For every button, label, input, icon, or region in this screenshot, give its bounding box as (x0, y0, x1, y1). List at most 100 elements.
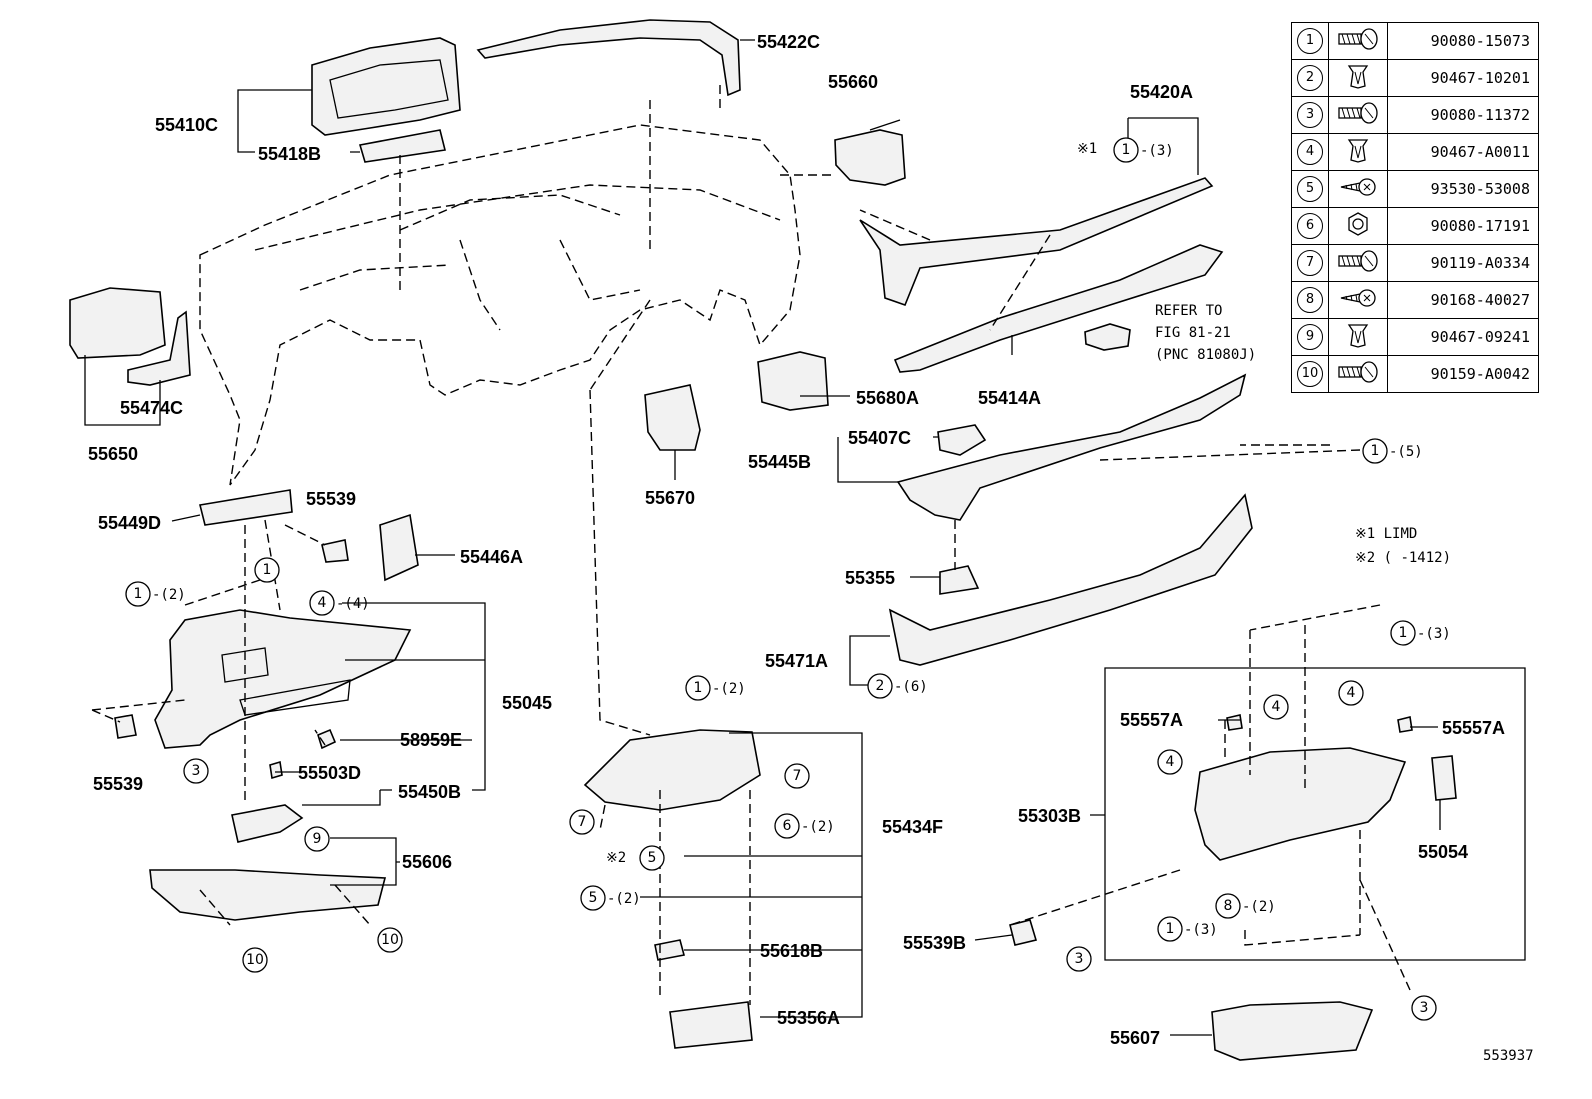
callout-1-3-top: 1-(3) (1113, 137, 1174, 163)
legend-number-cell: 2 (1291, 59, 1329, 97)
cluster-hood-55410C-shape (311, 37, 461, 136)
svg-text:-(2): -(2) (801, 819, 835, 835)
callout-1-5: 1-(5) (1362, 438, 1423, 464)
clip-55539b-shape (114, 714, 137, 739)
callout-3-left: 3 (183, 758, 209, 784)
vent-55660-shape (834, 129, 906, 186)
lower-panel-window (221, 647, 351, 716)
svg-text:1: 1 (1166, 921, 1175, 937)
label-55474C: 55474C (120, 398, 183, 418)
legend-number-cell: 6 (1291, 207, 1329, 245)
legend-number-cell: 8 (1291, 281, 1329, 319)
legend-number: 10 (1297, 361, 1323, 387)
legend-part-number: 90080-15073 (1387, 22, 1539, 60)
callout-4-c: 4 (1157, 749, 1183, 775)
svg-text:3: 3 (1075, 951, 1084, 967)
refer-line-3: (PNC 81080J) (1155, 347, 1256, 363)
callout-2-6: 2-(6) (867, 673, 928, 699)
legend-number: 4 (1297, 139, 1323, 165)
note-1: ※1 LIMD (1355, 526, 1417, 542)
vent-55670-shape (644, 384, 701, 451)
nut-icon (1328, 207, 1388, 245)
svg-text:5: 5 (589, 890, 598, 906)
svg-text:7: 7 (793, 768, 802, 784)
label-55607: 55607 (1110, 1028, 1160, 1048)
cover-55446A-shape (379, 513, 419, 582)
pad-55407C-shape (937, 424, 987, 456)
glovebox-55303B-shape (1194, 747, 1407, 861)
lower-panel-55471A-shape (888, 493, 1253, 666)
cover-55450B-shape (231, 804, 304, 843)
legend-number: 5 (1297, 176, 1323, 202)
legend-number-cell: 9 (1291, 318, 1329, 356)
label-55054: 55054 (1418, 842, 1468, 862)
mark-2: ※2 (606, 850, 626, 866)
legend-number: 8 (1297, 287, 1323, 313)
callout-3-glovebox: 3 (1411, 995, 1437, 1021)
legend-number-cell: 5 (1291, 170, 1329, 208)
lower-panel-55045-shape (154, 609, 412, 749)
panel-55420A-shape (859, 177, 1214, 307)
label-55670: 55670 (645, 488, 695, 508)
svg-text:-(2): -(2) (712, 681, 746, 697)
callout-10-left: 10 (242, 947, 268, 973)
callout-4-b: 4 (1338, 680, 1364, 706)
legend-number-cell: 4 (1291, 133, 1329, 171)
label-55539B: 55539B (903, 933, 966, 953)
svg-text:5: 5 (648, 850, 657, 866)
svg-text:-(2): -(2) (1242, 899, 1276, 915)
label-55356A: 55356A (777, 1008, 840, 1028)
label-55539b: 55539 (93, 774, 143, 794)
svg-text:10: 10 (246, 952, 264, 968)
svg-text:1: 1 (134, 586, 143, 602)
refer-line-2: FIG 81-21 (1155, 325, 1231, 341)
callout-4-4: 4-(4) (309, 590, 370, 616)
svg-text:1: 1 (1399, 625, 1408, 641)
svg-text:9: 9 (313, 831, 322, 847)
label-55303B: 55303B (1018, 806, 1081, 826)
callout-1-3-glovebox: 1 -(3) (1157, 916, 1218, 942)
label-55650: 55650 (88, 444, 138, 464)
callout-7-right: 7 (784, 763, 810, 789)
svg-text:-(5): -(5) (1389, 444, 1423, 460)
label-55407C: 55407C (848, 428, 911, 448)
bolt-icon (1328, 22, 1388, 60)
legend-part-number: 90168-40027 (1387, 281, 1539, 319)
knob-55503D-shape (269, 760, 283, 780)
instrument-panel-shape (199, 124, 801, 486)
svg-text:-(3): -(3) (1184, 922, 1218, 938)
legend-number-cell: 3 (1291, 96, 1329, 134)
figure-number: 553937 (1483, 1048, 1534, 1064)
label-55606: 55606 (402, 852, 452, 872)
switch-55618B-shape (654, 939, 685, 961)
label-55449D: 55449D (98, 513, 161, 533)
label-55355: 55355 (845, 568, 895, 588)
label-55557A-left: 55557A (1120, 710, 1183, 730)
label-55539: 55539 (306, 489, 356, 509)
svg-text:-(4): -(4) (336, 596, 370, 612)
svg-text:1: 1 (1122, 142, 1131, 158)
callout-9: 9 (304, 826, 330, 852)
svg-text:4: 4 (1166, 754, 1175, 770)
label-55557A-right: 55557A (1442, 718, 1505, 738)
callout-4-a: 4 (1263, 694, 1289, 720)
legend-part-number: 90080-11372 (1387, 96, 1539, 134)
screw-icon (1328, 170, 1388, 208)
legend-row: 3 90080-11372 (1291, 96, 1539, 134)
bracket-55445B-shape (896, 373, 1247, 521)
legend-number: 9 (1297, 324, 1323, 350)
leader-lines (84, 39, 1526, 1036)
connector-81080J-shape (1084, 323, 1131, 351)
clip-58959E-shape (317, 728, 337, 750)
label-55045: 55045 (502, 693, 552, 713)
svg-text:6: 6 (783, 818, 792, 834)
svg-text:-(3): -(3) (1417, 626, 1451, 642)
callout-1-left: 1 (254, 557, 280, 583)
label-55450B: 55450B (398, 782, 461, 802)
svg-text:8: 8 (1224, 898, 1233, 914)
